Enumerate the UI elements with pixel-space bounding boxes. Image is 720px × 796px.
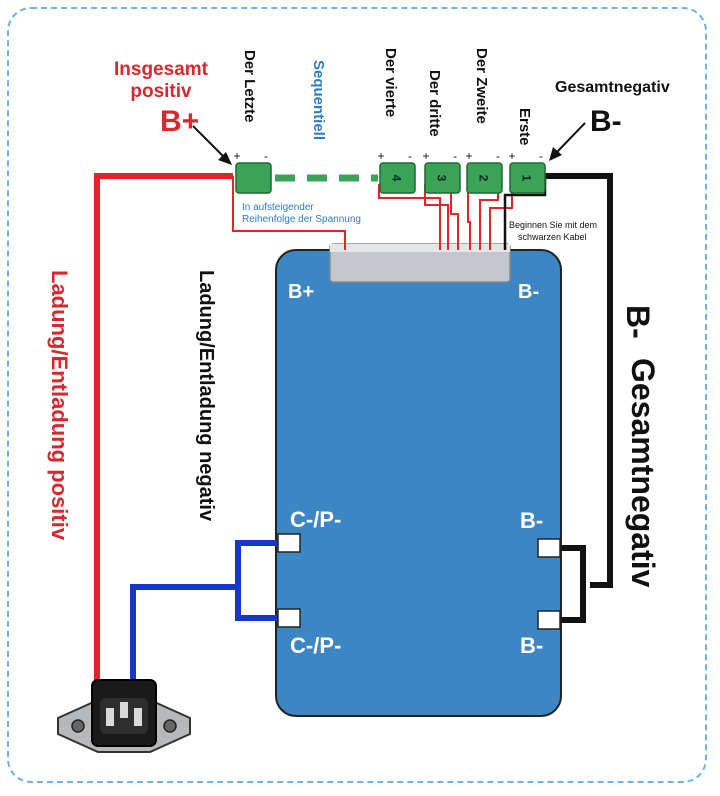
note-aufsteigend-1: In aufsteigender xyxy=(242,202,314,213)
minus-4: - xyxy=(408,149,412,163)
minus-letzte: - xyxy=(264,149,268,163)
c-minus-bridge xyxy=(235,540,296,621)
plus-3: + xyxy=(422,149,429,163)
connector-1 xyxy=(509,162,546,194)
main-positive-wire xyxy=(94,173,233,685)
iec-power-socket xyxy=(57,679,191,753)
balance-wire-4 xyxy=(378,184,441,250)
col-zweite-label: Der Zweite xyxy=(473,48,490,124)
note-beginnen-2: schwarzen Kabel xyxy=(518,232,587,242)
sequentiell-label: Sequentiell xyxy=(310,60,327,140)
port-b-low xyxy=(537,610,561,630)
connector-3 xyxy=(424,162,461,194)
balance-wire-3b xyxy=(450,184,459,250)
balance-connector-highlight xyxy=(330,244,510,252)
bminus-top-label: B- xyxy=(590,105,622,138)
plus-2: + xyxy=(465,149,472,163)
note-beginnen-1: Beginnen Sie mit dem xyxy=(509,220,597,230)
board-bplus-label: B+ xyxy=(288,281,314,303)
center-vertical-label: Ladung/Entladung negativ xyxy=(195,270,217,522)
bplus-arrow xyxy=(192,125,225,158)
insgesamt-label-1: Insgesamt xyxy=(114,59,209,80)
bminus-arrowhead xyxy=(549,147,562,161)
port-b-mid xyxy=(537,538,561,558)
board-cp1-label: C-/P- xyxy=(290,507,341,532)
cell-3-num: 3 xyxy=(435,175,449,182)
minus-2: - xyxy=(496,149,500,163)
board-b-low-label: B- xyxy=(520,633,543,658)
connector-4 xyxy=(379,162,416,194)
col-letzte-label: Der Letzte xyxy=(241,50,258,123)
gesamtnegativ-top-label: Gesamtnegativ xyxy=(555,79,670,96)
note-aufsteigend-2: Reihenfolge der Spannung xyxy=(242,214,361,225)
balance-wire-letzte xyxy=(232,176,346,250)
insgesamt-label-2: positiv xyxy=(130,81,192,102)
balance-wire-2 xyxy=(467,184,471,250)
balance-wire-3 xyxy=(424,184,449,250)
plus-letzte: + xyxy=(233,149,240,163)
plus-4: + xyxy=(377,149,384,163)
minus-3: - xyxy=(453,149,457,163)
main-negative-wire xyxy=(545,173,613,588)
bplus-arrowhead xyxy=(218,152,232,165)
left-vertical-label: Ladung/Entladung positiv xyxy=(47,270,72,541)
port-cp2 xyxy=(277,608,301,628)
cell-2-num: 2 xyxy=(477,175,491,182)
bminus-arrow xyxy=(556,122,586,153)
cell-1-num: 1 xyxy=(520,175,534,182)
cell-4-num: 4 xyxy=(390,175,404,182)
dotted-frame xyxy=(7,7,707,783)
right-bminus-label: B- xyxy=(620,305,656,339)
col-dritte-label: Der dritte xyxy=(426,70,443,137)
bplus-top-label: B+ xyxy=(160,105,199,138)
port-cp1 xyxy=(277,533,301,553)
col-erste-label: Erste xyxy=(516,108,533,146)
connector-2 xyxy=(466,162,503,194)
connector-letzte xyxy=(235,162,272,194)
board-bminus-label: B- xyxy=(518,281,539,303)
b-minus-bridge xyxy=(542,545,586,623)
board-b-mid-label: B- xyxy=(520,508,543,533)
col-vierte-label: Der vierte xyxy=(382,48,399,117)
board-cp2-label: C-/P- xyxy=(290,633,341,658)
plus-1: + xyxy=(508,149,515,163)
main-c-minus-wire xyxy=(130,584,238,685)
minus-1: - xyxy=(539,149,543,163)
right-vertical-label: Gesamtnegativ xyxy=(625,358,661,588)
